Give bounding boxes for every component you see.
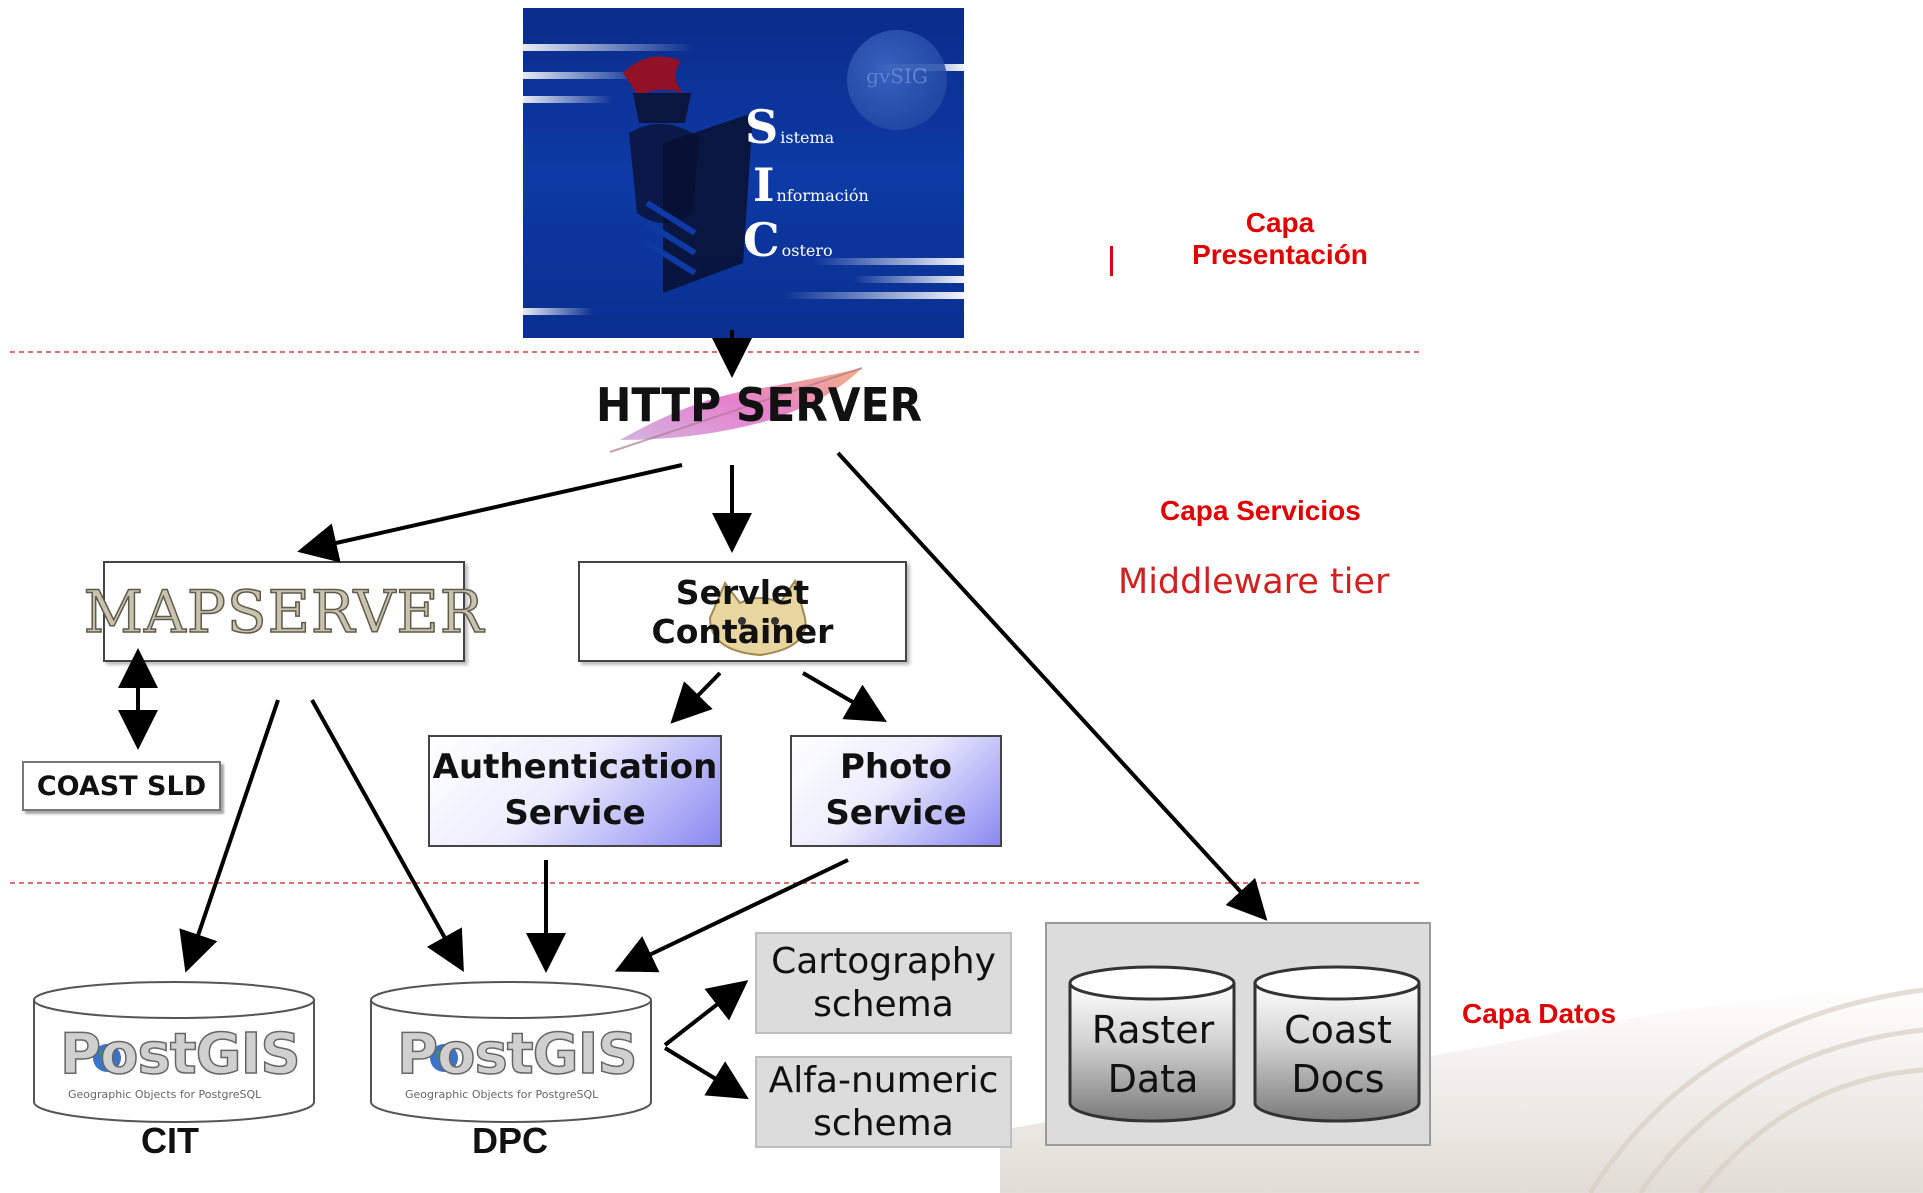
mapserver-label: MAPSERVER [83,577,485,647]
servlet-container-box: Servlet Container [578,561,907,662]
arrow-photo-to-dpc [614,858,849,973]
arrow-http-to-datastore [836,451,1268,921]
database-cit-label: CIT [141,1120,199,1161]
arrow-dpc-to-cartography [663,980,749,1047]
raster-data-label: Raster Data [1091,1008,1215,1101]
postgis-tagline-dpc: Geographic Objects for PostgreSQL [405,1088,599,1101]
arrow-servlet-to-auth [670,671,722,724]
alfanumeric-schema-document: Alfa-numeric schema [755,1056,1012,1148]
http-server-label: HTTP SERVER [596,378,923,432]
cartography-schema-document: Cartography schema [755,932,1012,1034]
arrow-http-to-mapserver [297,463,683,563]
coast-sld-document: COAST SLD [22,761,221,811]
postgis-logo-cit: PostGIS [59,1021,301,1088]
database-dpc-label: DPC [471,1120,548,1161]
postgis-logo-dpc: PostGIS [396,1021,638,1088]
coast-docs-cylinder [1253,965,1421,1123]
database-cit-cylinder [33,981,315,1123]
coast-docs-label: Coast Docs [1284,1008,1392,1101]
layer-label-middleware: Middleware tier [1118,562,1390,602]
authentication-service-box: Authentication Service [428,735,722,847]
postgis-tagline-cit: Geographic Objects for PostgreSQL [68,1088,262,1101]
database-dpc-cylinder [370,981,652,1123]
arrow-mapserver-to-cit [179,699,280,973]
apache-feather-icon [609,367,863,453]
layer-label-data: Capa Datos [1462,998,1617,1029]
arrow-dpc-to-alfanumeric [663,1046,749,1100]
tomcat-cat-icon [708,578,807,657]
photo-service-box: Photo Service [790,735,1002,847]
text-cursor-mark [1110,246,1113,276]
layer-label-services: Capa Servicios [1160,495,1361,526]
arrow-mapserver-to-dpc [310,699,464,972]
gvsig-watermark: gvSIG [847,30,947,130]
mapserver-box: MAPSERVER [83,561,484,662]
coat-of-arms-icon [623,56,753,293]
raster-data-cylinder [1068,965,1236,1123]
arrow-servlet-to-photo [801,671,887,723]
servlet-container-label: Servlet Container [651,572,834,651]
layer-label-presentation: Capa Presentación [1192,207,1368,270]
